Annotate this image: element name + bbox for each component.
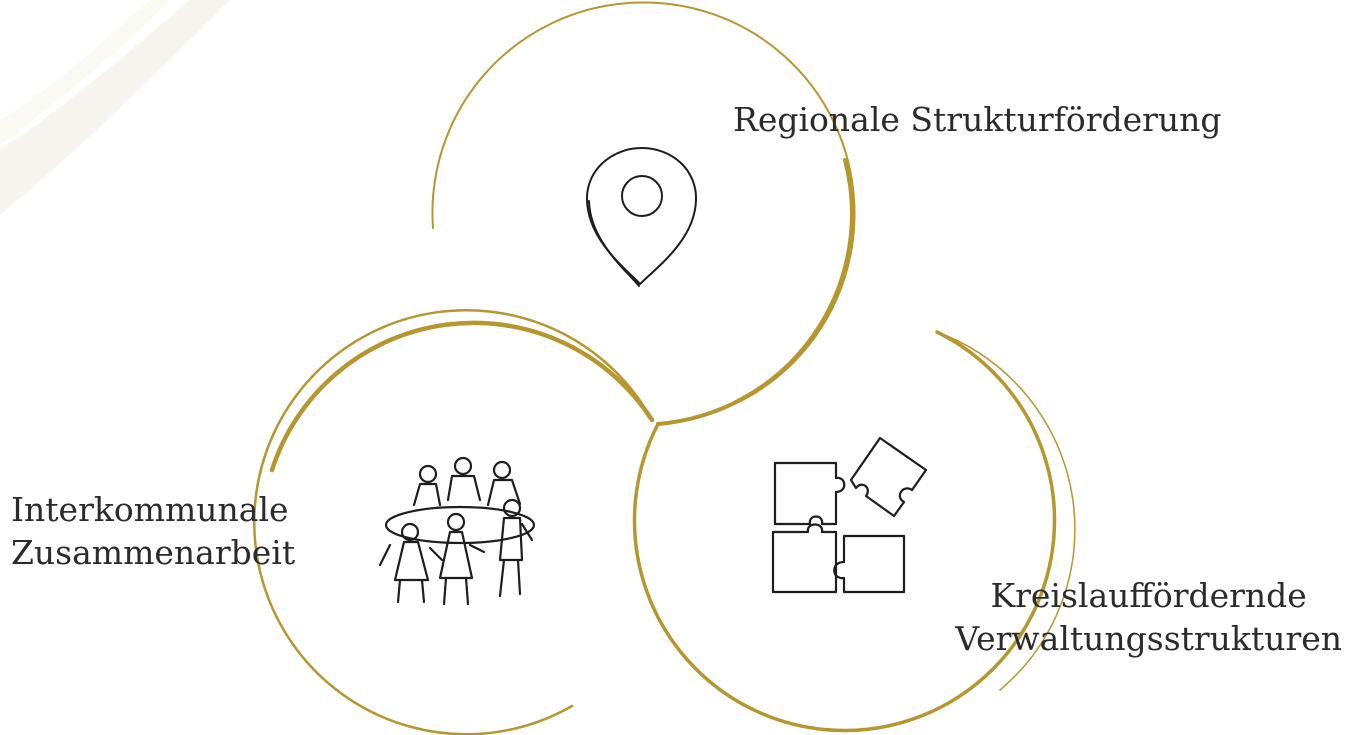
corner-brush-decoration <box>0 0 230 215</box>
label-line: Regionale Strukturförderung <box>733 100 1222 139</box>
circle-left-accent <box>269 320 655 473</box>
circle-right-thin <box>936 331 1076 691</box>
people-group-icon <box>378 456 536 606</box>
label-line: Kreislauffördernde <box>990 576 1307 615</box>
label-kreislauffoerdernde-verwaltungsstrukturen: Kreislauffördernde Verwaltungsstrukturen <box>955 574 1342 660</box>
label-line: Interkommunale <box>11 490 289 529</box>
circle-left <box>253 309 654 735</box>
map-pin-icon <box>585 147 698 287</box>
circle-top-accent <box>656 158 854 426</box>
label-line: Zusammenarbeit <box>11 533 296 572</box>
label-line: Verwaltungsstrukturen <box>955 619 1342 658</box>
label-interkommunale-zusammenarbeit: Interkommunale Zusammenarbeit <box>11 488 295 574</box>
label-regionale-strukturfoerderung: Regionale Strukturförderung <box>733 98 1222 141</box>
puzzle-pieces-icon <box>771 436 928 594</box>
circle-right <box>632 330 1057 733</box>
